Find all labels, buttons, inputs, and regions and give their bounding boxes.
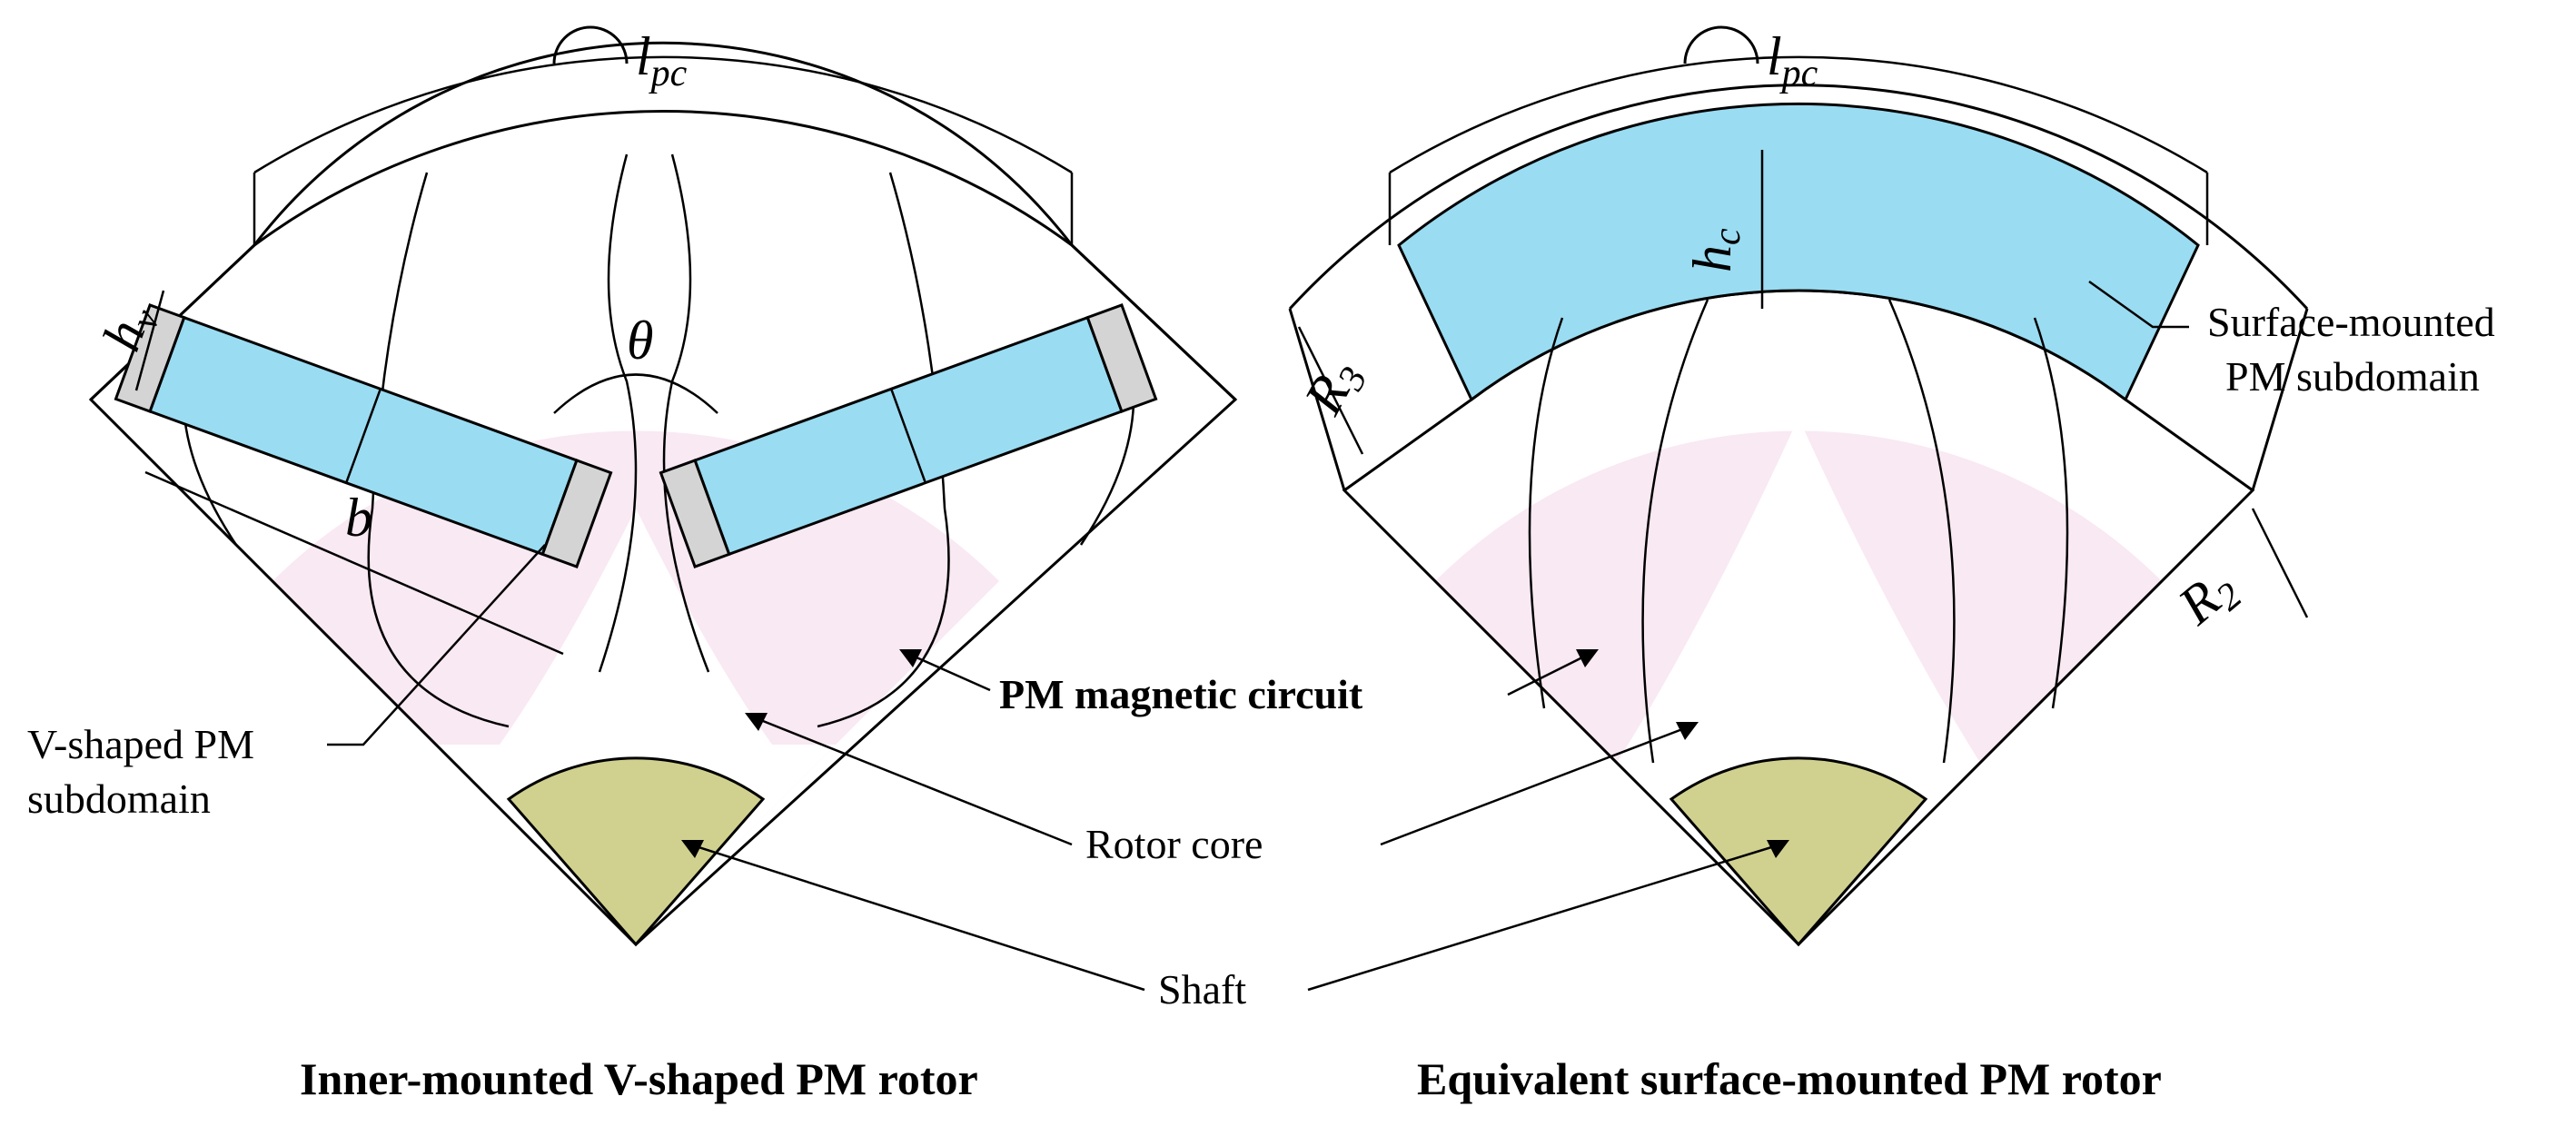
v-pm-leader [327,544,546,746]
v-pm-label-line1: V-shaped PM [27,721,254,767]
left-outer-arc [253,109,1073,247]
right-rotor-core-arrow [1380,725,1690,846]
pm-circuit-label: PM magnetic circuit [999,671,1363,717]
right-caption: Equivalent surface-mounted PM rotor [1417,1053,2162,1104]
v-angle-arc [553,373,718,414]
b-symbol: b [345,488,372,548]
rotor-core-label: Rotor core [1085,821,1263,867]
surface-pm-leader [2088,280,2189,329]
right-flux-line-2 [1641,299,1709,764]
right-rotor: lpc hc R3 R2 Surface-mounted PM subdomai… [1288,25,2495,992]
left-arc-symbol-icon [552,25,629,64]
shaft-label: Shaft [1158,966,1246,1013]
right-flux-line-4 [2033,317,2069,709]
left-pm-magnet-left [114,303,613,568]
left-rotor-core-arrow [753,716,1073,846]
left-flux-line-2 [598,153,638,673]
right-lpc-symbol: lpc [1767,26,1818,94]
right-flux-line-1 [1528,317,1564,709]
left-shaft [506,756,766,947]
b-dimension-line [144,470,564,656]
right-pitch-dimension-arc [1389,55,2208,174]
r2-symbol: R2 [2166,556,2250,641]
right-shaft-arrow [1307,843,1781,992]
left-outer-edge-right [1070,243,1237,401]
v-pm-label-line2: subdomain [27,775,211,822]
surface-pm-band [1397,102,2200,402]
right-shaft [1669,756,1928,947]
right-pm-circuit-arrow [1507,652,1590,696]
theta-symbol: θ [627,311,653,370]
left-flux-line-4 [817,172,950,728]
left-rotor: lpc hv b θ V-shaped PM subdomain [27,25,1238,992]
left-pm-magnet-right [659,303,1158,568]
surface-pm-label-line2: PM subdomain [2225,353,2480,400]
left-caption: Inner-mounted V-shaped PM rotor [300,1053,978,1104]
left-pitch-dimension-arc [253,55,1073,174]
left-flux-line-1 [367,172,510,728]
left-lpc-symbol: lpc [636,26,688,94]
left-pm-circuit-arrow [907,652,991,692]
right-arc-symbol-icon [1683,25,1759,64]
hc-symbol: hc [1682,228,1749,272]
left-sector-outline [88,41,1238,947]
left-shaft-arrow [689,843,1145,992]
right-flux-line-3 [1887,299,1956,764]
surface-pm-label-line1: Surface-mounted [2207,299,2495,345]
